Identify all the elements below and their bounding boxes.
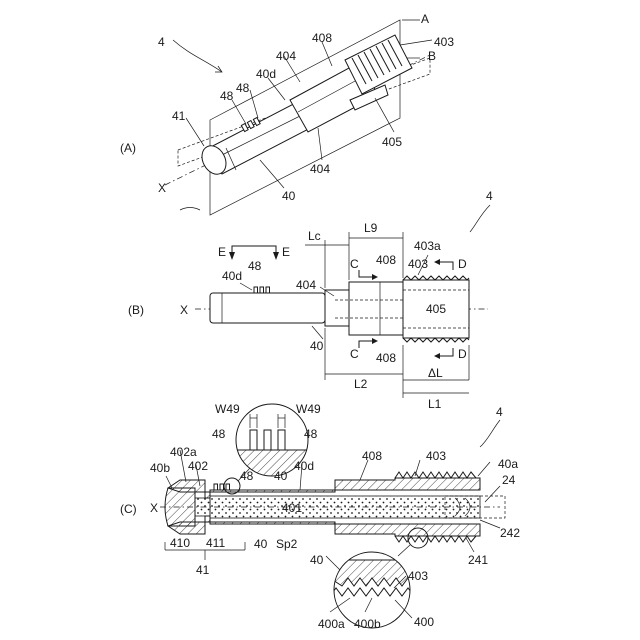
label-48-a2: 48 (220, 89, 234, 103)
label-c-bottom: C (350, 347, 359, 361)
label-lc: Lc (308, 229, 321, 243)
label-40-b: 40 (310, 339, 324, 353)
step-404-b (325, 290, 349, 326)
view-a: (A) 4 A B 408 403 404 40d 48 48 41 405 4… (120, 12, 454, 215)
label-40d-b: 40d (222, 269, 242, 283)
label-403-b: 403 (408, 257, 428, 271)
panel-label-a: (A) (120, 141, 136, 155)
label-x-c: X (150, 501, 158, 515)
view-c: (C) 4 W49 W49 48 48 48 40 402a 40b 402 4… (120, 402, 520, 631)
label-sp2: Sp2 (276, 537, 298, 551)
label-48-b: 48 (248, 259, 262, 273)
label-403-a: 403 (434, 35, 454, 49)
label-w49-right: W49 (296, 402, 321, 416)
label-plane-a: A (421, 12, 429, 26)
label-40-c-detail2: 40 (310, 553, 324, 567)
label-402: 402 (188, 459, 208, 473)
label-403-c: 403 (426, 449, 446, 463)
label-242: 242 (500, 526, 520, 540)
body-408-b (349, 282, 403, 335)
label-24: 24 (502, 473, 516, 487)
label-404-top-a: 404 (276, 49, 296, 63)
label-d-bottom: D (458, 347, 467, 361)
label-41-a: 41 (172, 109, 186, 123)
label-plane-b: B (428, 49, 436, 63)
label-40-c-detail: 40 (274, 469, 288, 483)
label-48-c-left: 48 (212, 427, 226, 441)
label-41-c: 41 (196, 563, 210, 577)
label-40-c-low: 40 (254, 537, 268, 551)
label-404-b: 404 (296, 278, 316, 292)
label-assembly-b: 4 (486, 189, 493, 203)
label-48-c-right: 48 (304, 427, 318, 441)
label-410: 410 (170, 536, 190, 550)
label-assembly-c: 4 (496, 405, 503, 419)
label-w49-left: W49 (215, 402, 240, 416)
label-48-a1: 48 (236, 81, 250, 95)
label-400b: 400b (354, 617, 381, 631)
label-403a: 403a (414, 239, 441, 253)
core-401-c (210, 496, 480, 518)
thread-bottom-b (403, 338, 469, 342)
thread-top-c (395, 472, 476, 478)
label-48-c-mid: 48 (240, 469, 254, 483)
label-40-a: 40 (282, 189, 296, 203)
label-x-a: X (158, 181, 166, 195)
label-40a: 40a (498, 457, 518, 471)
label-403-c-detail2: 403 (408, 569, 428, 583)
label-c-top: C (350, 257, 359, 271)
label-405-a: 405 (382, 135, 402, 149)
label-d-top: D (458, 257, 467, 271)
label-241: 241 (468, 553, 488, 567)
label-411: 411 (206, 536, 225, 550)
label-assembly-a: 4 (158, 35, 165, 49)
label-408-b-bottom: 408 (376, 351, 396, 365)
label-40d-c: 40d (294, 459, 314, 473)
label-405-b: 405 (426, 302, 446, 316)
label-x-b: X (180, 303, 188, 317)
label-l2: L2 (354, 377, 368, 391)
label-408-c: 408 (362, 449, 382, 463)
wall-bottom-c (168, 516, 480, 536)
label-400: 400 (414, 615, 434, 629)
label-40d-a: 40d (256, 67, 276, 81)
thread-top-b (403, 276, 469, 280)
view-b: (B) 4 E E 48 40d Lc L9 C 408 403a 403 D … (128, 189, 493, 411)
label-delta-l: ΔL (428, 366, 443, 380)
panel-label-b: (B) (128, 303, 144, 317)
label-404-bottom-a: 404 (310, 162, 330, 176)
label-400a: 400a (318, 617, 345, 631)
label-40b: 40b (150, 461, 170, 475)
label-l1: L1 (428, 397, 442, 411)
label-e-right: E (282, 245, 290, 259)
thread-bottom-c (395, 536, 476, 542)
panel-label-c: (C) (120, 502, 137, 516)
label-l9: L9 (364, 221, 378, 235)
teeth-48-c (214, 484, 230, 490)
end-cap-41-c (165, 488, 195, 526)
label-e-left: E (218, 245, 226, 259)
label-408-b-top: 408 (376, 253, 396, 267)
label-402a: 402a (170, 445, 197, 459)
label-408-a: 408 (312, 31, 332, 45)
label-401: 401 (282, 501, 302, 515)
shaft-40-b (210, 293, 325, 323)
teeth-48-b (254, 287, 270, 293)
